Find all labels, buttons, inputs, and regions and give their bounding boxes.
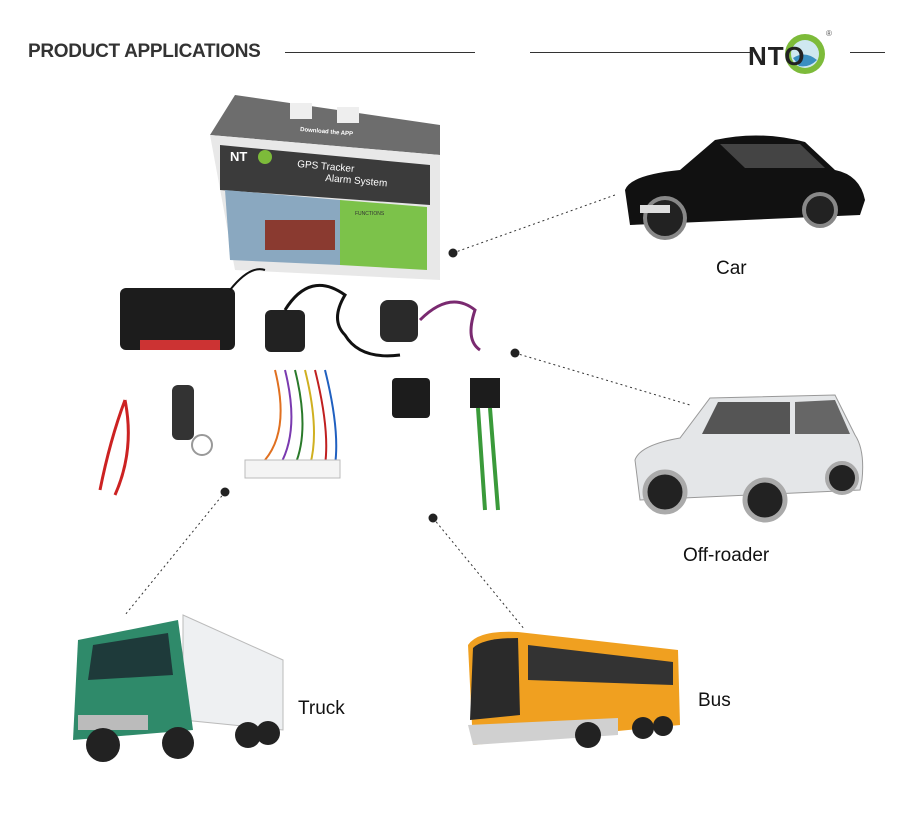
connector-dot: [510, 348, 520, 358]
application-label-bus: Bus: [698, 690, 731, 711]
kit-accessories-image: [98, 268, 500, 511]
bus-image: [468, 631, 680, 748]
registered-mark: ®: [826, 29, 832, 38]
logo-globe-icon: ®: [785, 29, 832, 74]
box-download-text: Download the APP: [300, 127, 353, 138]
box-title-line2: Alarm System: [325, 173, 388, 189]
box-brand: NT: [230, 149, 247, 164]
header-divider: [530, 52, 750, 53]
truck-image: [73, 614, 284, 762]
brand-logo: ® NTO: [748, 29, 848, 80]
connector-offroader: [514, 352, 691, 406]
page-title: PRODUCT APPLICATIONS: [28, 41, 261, 62]
box-functions-heading: FUNCTIONS: [355, 211, 385, 217]
logo-text: NTO: [748, 41, 806, 71]
car-image: [625, 135, 865, 240]
offroader-image: [634, 394, 864, 523]
header-divider: [850, 52, 885, 53]
application-label-truck: Truck: [298, 698, 345, 719]
connector-dot: [220, 487, 230, 497]
connector-truck: [124, 491, 226, 616]
product-box-image: Download the APP NT GPS Tracker Alarm Sy…: [210, 95, 440, 280]
connector-dot: [428, 513, 438, 523]
application-label-offroader: Off-roader: [683, 545, 770, 566]
application-label-car: Car: [716, 258, 747, 279]
connector-bus: [432, 517, 526, 631]
box-title-line1: GPS Tracker: [297, 159, 356, 175]
header-divider: [285, 52, 475, 53]
connector-dot: [448, 248, 458, 258]
connector-car: [452, 194, 616, 254]
